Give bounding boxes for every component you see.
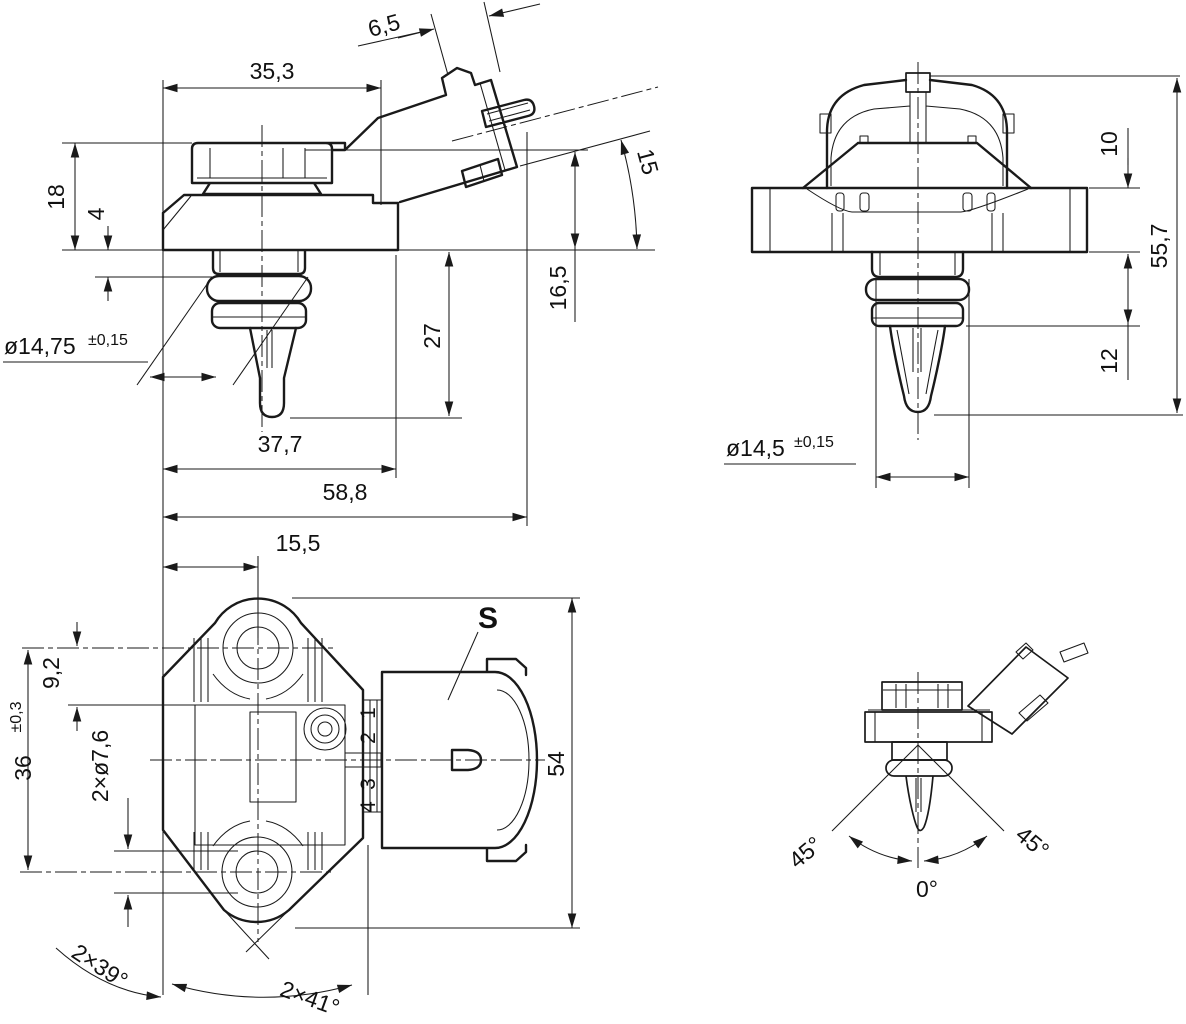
top-centerlines (20, 588, 545, 942)
dim-text-15: 15 (632, 146, 664, 177)
dim-text-45-right: 45° (1011, 821, 1054, 863)
dim-text-16-5: 16,5 (545, 266, 571, 311)
dim-text-15-5: 15,5 (276, 530, 321, 556)
dim-text-36: 36 (10, 755, 36, 781)
dim-arrow-6-5-b (488, 3, 541, 17)
orient-details (831, 642, 1089, 832)
front-right-tab (1002, 113, 1015, 134)
orient-cap (881, 681, 963, 711)
front-extension-lines (724, 75, 1183, 488)
dim-text-55-7: 55,7 (1146, 224, 1172, 269)
dim-text-35-3: 35,3 (250, 58, 295, 84)
dim-text-port-dia-front: ø14,5 (726, 435, 785, 461)
dim-text-12: 12 (1096, 348, 1122, 374)
orientation-view: 45° 45° 0° (784, 642, 1089, 902)
front-view: 10 12 55,7 ø14,5 ±0,15 (724, 62, 1183, 488)
dim-text-36-tol: ±0,3 (8, 701, 25, 732)
dim-text-45-left: 45° (784, 831, 827, 873)
dim-text-port-dia-tol: ±0,15 (88, 332, 128, 349)
dim-text-18: 18 (43, 184, 69, 210)
front-post-3 (962, 192, 973, 212)
front-post-2 (859, 192, 870, 212)
front-flange (750, 186, 1089, 254)
dim-text-4: 4 (83, 207, 109, 220)
dim-text-27: 27 (419, 323, 445, 349)
dim-text-10: 10 (1096, 131, 1122, 157)
dim-arrow-6-5-a (397, 28, 435, 39)
dim-text-0: 0° (916, 876, 938, 902)
dim-text-port-dia-front-tol: ±0,15 (794, 434, 834, 451)
top-extension-lines (68, 556, 580, 995)
side-extension-lines (3, 1, 655, 995)
top-vent-inner (317, 721, 333, 737)
pin-label-2: 2 (357, 732, 380, 744)
side-view-details (136, 82, 531, 386)
dim-text-7-6: 2×ø7,6 (87, 730, 113, 802)
orient-connector (967, 646, 1069, 735)
front-post-1 (835, 192, 845, 212)
orient-oring (885, 759, 953, 777)
dim-arc-45-right (923, 835, 988, 865)
dim-text-54: 54 (543, 751, 569, 777)
orient-flange (864, 711, 993, 743)
orient-probe (905, 775, 934, 832)
top-vent-outer (303, 707, 347, 751)
dim-arc-39 (55, 947, 162, 1000)
dim-text-37-7: 37,7 (258, 431, 303, 457)
dim-arc-15 (620, 139, 642, 250)
side-view: 35,3 6,5 18 4 ø14,75 ±0,15 27 16,5 15 37… (3, 1, 664, 995)
front-left-tab (819, 113, 832, 134)
pin-label-1: 1 (357, 707, 380, 719)
side-lower-collar (210, 301, 308, 330)
dim-arc-41 (171, 983, 353, 998)
pin-label-3: 3 (357, 778, 380, 790)
front-view-details (769, 92, 1071, 395)
connector-section-label: S (478, 602, 498, 635)
pin-label-4: 4 (357, 801, 380, 813)
dim-text-41: 2×41° (277, 975, 343, 1020)
top-vent-mid (310, 714, 340, 744)
dim-text-port-dia: ø14,75 (4, 333, 76, 359)
side-view-outline (161, 66, 536, 419)
side-oring-1 (205, 274, 313, 303)
dim-text-9-2: 9,2 (38, 657, 64, 689)
dim-text-39: 2×39° (67, 938, 132, 993)
side-centerlines (261, 86, 659, 432)
front-view-outline (801, 78, 1033, 414)
orient-port (891, 741, 948, 761)
top-view: 15,5 9,2 36 ±0,3 2×ø7,6 2×39° 2×41° 54 S… (8, 530, 580, 1021)
front-post-4 (986, 192, 996, 212)
dim-text-58-8: 58,8 (323, 479, 368, 505)
dim-arc-45-left (848, 835, 913, 865)
